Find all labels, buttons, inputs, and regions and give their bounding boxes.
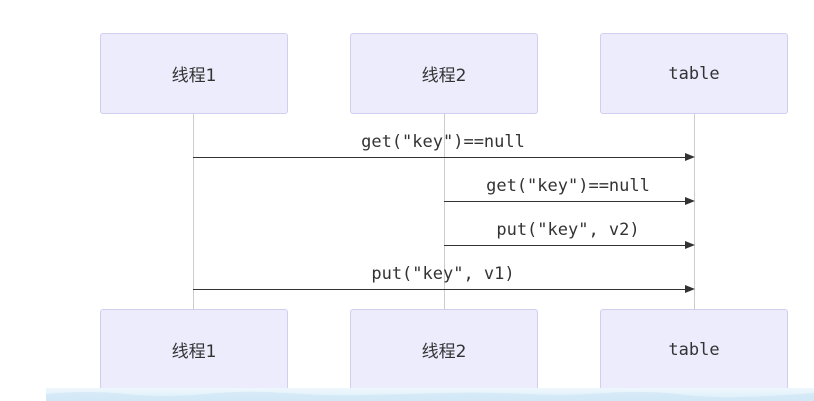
message-arrow-2 bbox=[444, 201, 685, 202]
actor-thread2-top: 线程2 bbox=[350, 33, 538, 114]
arrow-head-2 bbox=[685, 197, 695, 205]
message-arrow-3 bbox=[444, 245, 685, 246]
actor-table-bottom: table bbox=[600, 309, 788, 390]
actor-thread1-top: 线程1 bbox=[100, 33, 288, 114]
message-label-2: get("key")==null bbox=[486, 176, 650, 196]
actor-label: table bbox=[668, 339, 720, 360]
message-arrow-4 bbox=[193, 289, 685, 290]
actor-label: table bbox=[668, 63, 720, 84]
message-label-1: get("key")==null bbox=[361, 132, 525, 152]
arrow-head-3 bbox=[685, 241, 695, 249]
lifeline-table bbox=[694, 114, 695, 309]
lifeline-thread2 bbox=[444, 114, 445, 309]
actor-label: 线程1 bbox=[171, 342, 217, 362]
actor-label: 线程1 bbox=[171, 66, 217, 86]
actor-label: 线程2 bbox=[421, 342, 467, 362]
message-label-4: put("key", v1) bbox=[371, 264, 515, 284]
arrow-head-1 bbox=[685, 153, 695, 161]
actor-thread2-bottom: 线程2 bbox=[350, 309, 538, 390]
message-arrow-1 bbox=[193, 157, 685, 158]
actor-thread1-bottom: 线程1 bbox=[100, 309, 288, 390]
actor-label: 线程2 bbox=[421, 66, 467, 86]
actor-table-top: table bbox=[600, 33, 788, 114]
decorative-strip bbox=[46, 388, 814, 401]
arrow-head-4 bbox=[685, 285, 695, 293]
message-label-3: put("key", v2) bbox=[496, 220, 640, 240]
lifeline-thread1 bbox=[193, 114, 194, 309]
wave-decoration bbox=[46, 391, 814, 401]
